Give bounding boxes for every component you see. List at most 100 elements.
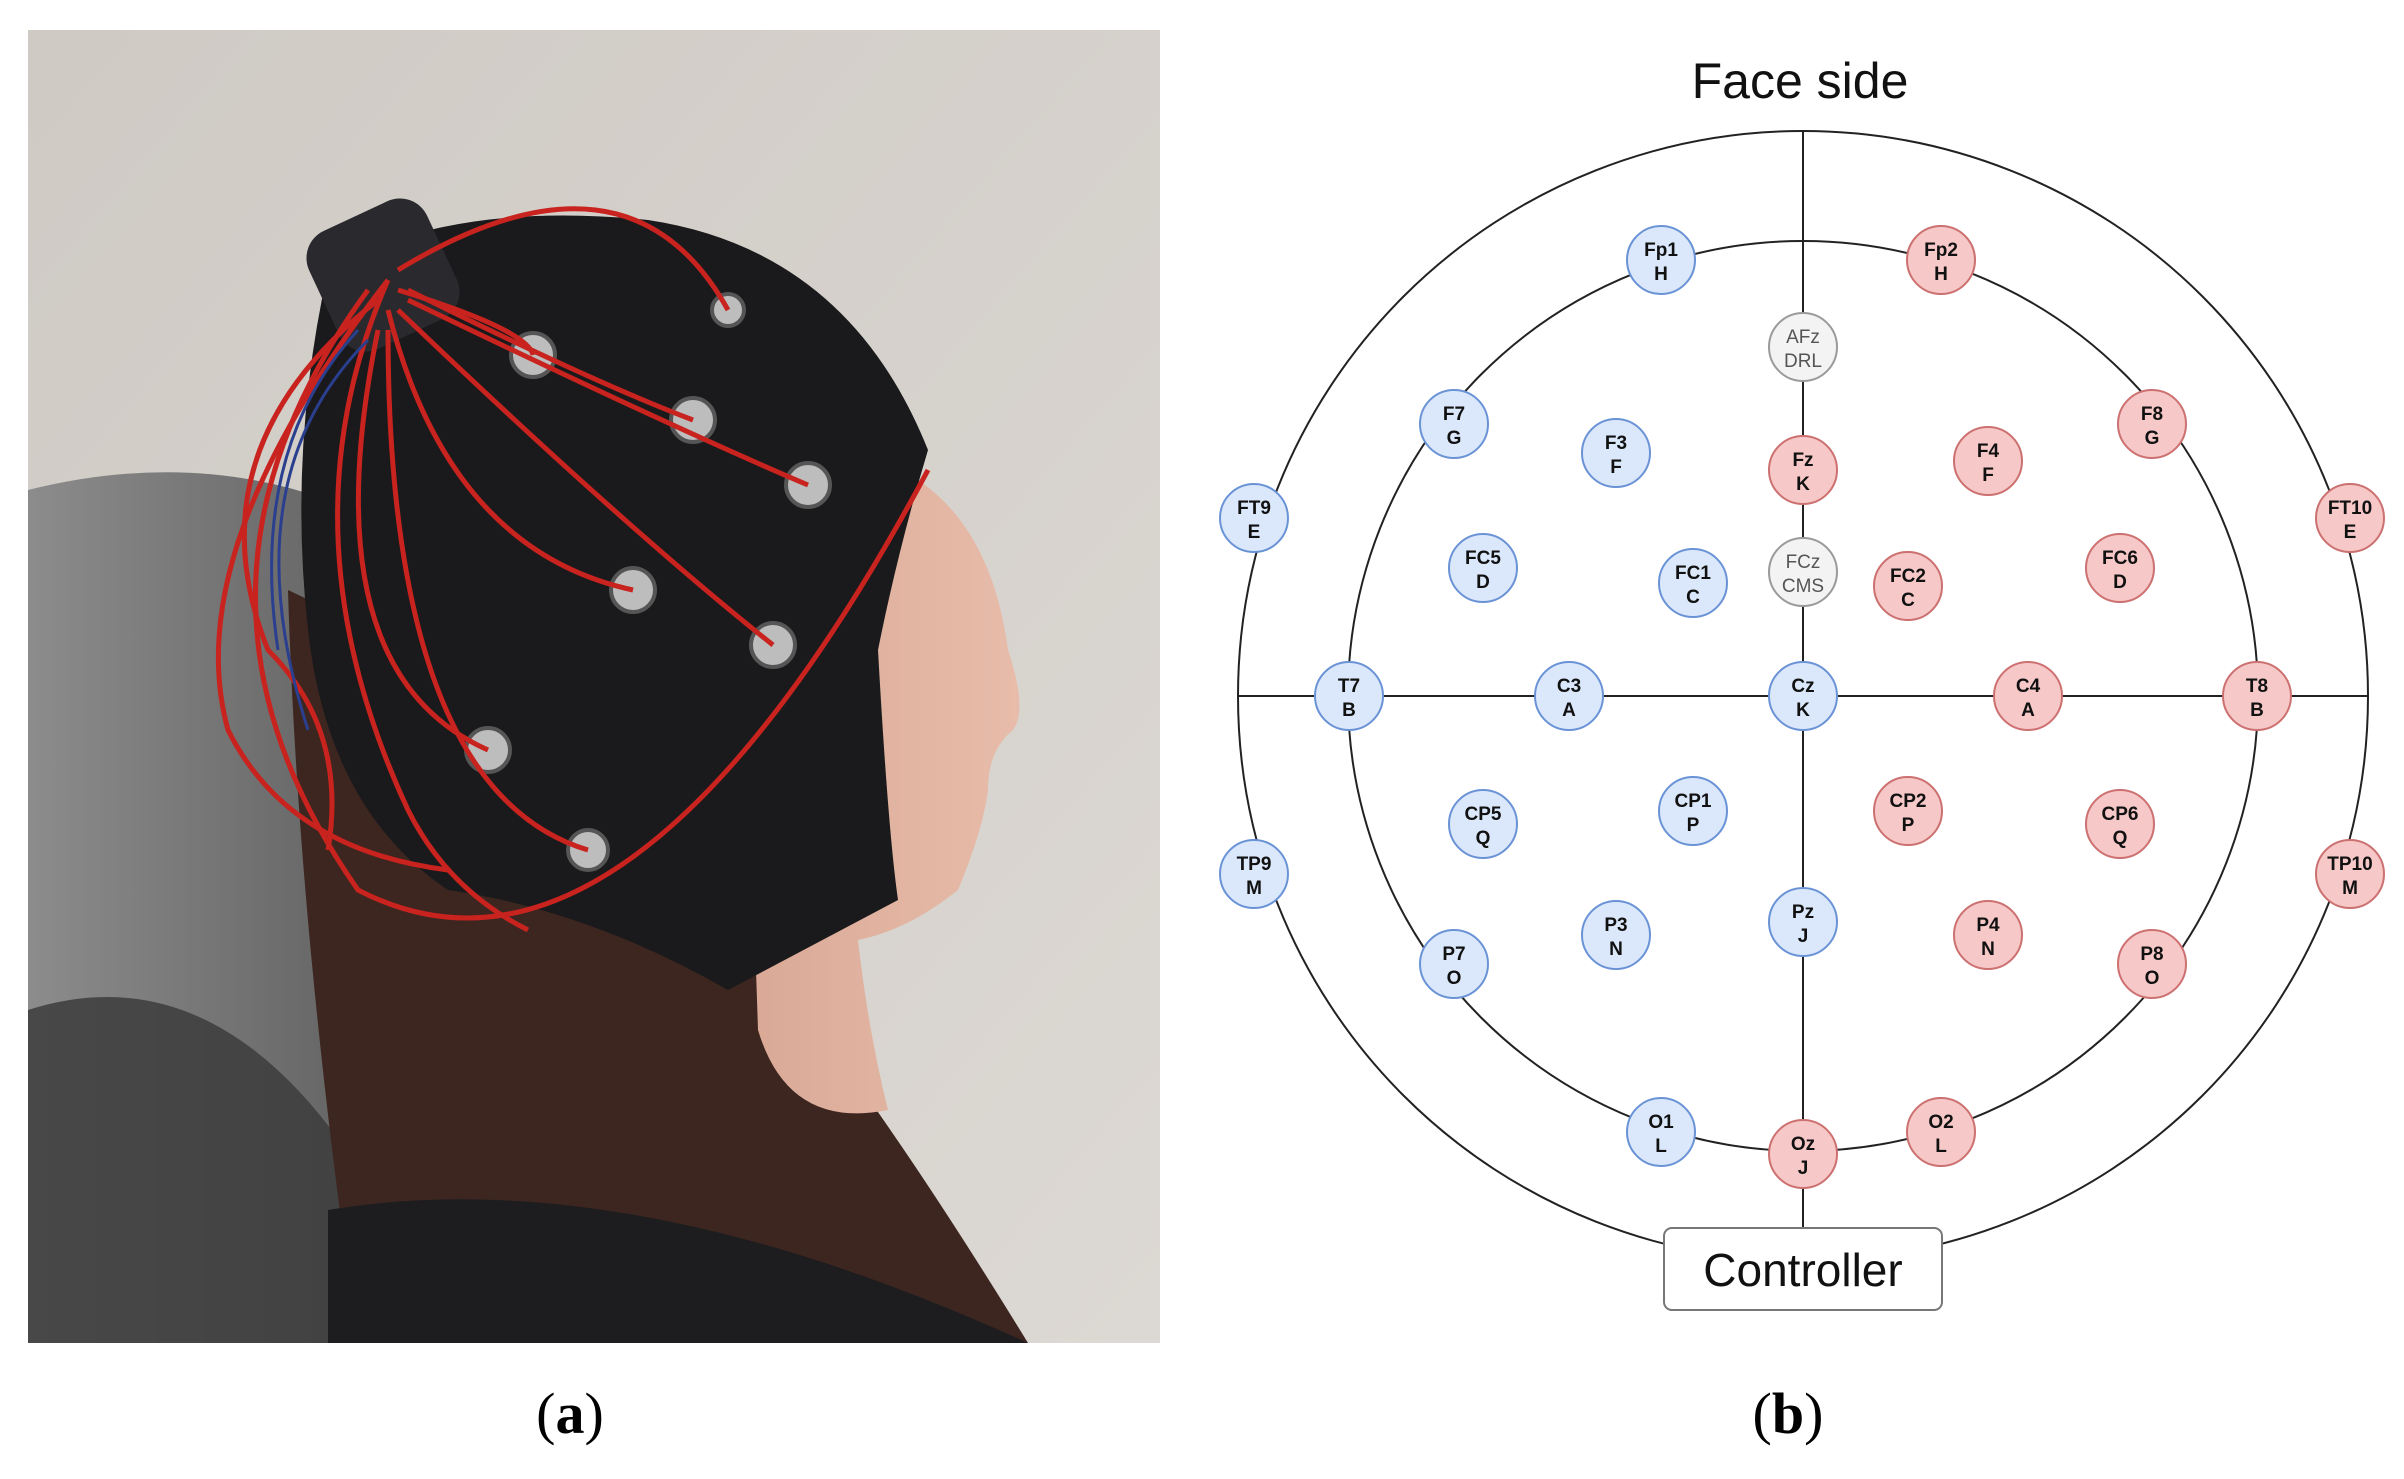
electrode-p4: P4N (1953, 900, 2023, 970)
electrode-name: C4 (2016, 676, 2041, 697)
electrode-f3: F3F (1581, 418, 1651, 488)
electrode-cz: CzK (1768, 661, 1838, 731)
electrode-marker (2315, 483, 2385, 553)
electrode-marker (1419, 389, 1489, 459)
electrode-name: FT9 (1237, 498, 1271, 519)
electrode-name: T8 (2246, 676, 2268, 697)
electrode-name: FC5 (1465, 548, 1501, 569)
electrode-channel-letter: Q (1476, 828, 1491, 849)
electrode-marker (1419, 929, 1489, 999)
electrode-channel-letter: CMS (1782, 576, 1824, 597)
electrode-marker (2085, 789, 2155, 859)
electrode-name: P4 (1976, 915, 2000, 936)
electrode-channel-letter: P (1687, 815, 1700, 836)
electrode-marker (1873, 551, 1943, 621)
electrode-name: CP2 (1890, 791, 1927, 812)
electrode-marker (1626, 225, 1696, 295)
electrode-marker (1993, 661, 2063, 731)
electrode-name: CP1 (1675, 791, 1712, 812)
electrode-channel-letter: P (1902, 815, 1915, 836)
electrode-t7: T7B (1314, 661, 1384, 731)
shirt (328, 1199, 1028, 1343)
electrode-channel-letter: G (1447, 428, 1462, 449)
eeg-cap-photo (28, 30, 1160, 1343)
electrode-name: FCz (1786, 552, 1821, 573)
electrode-p7: P7O (1419, 929, 1489, 999)
electrode-channel-letter: L (1935, 1136, 1947, 1157)
electrode-channel-letter: H (1654, 264, 1668, 285)
electrode-marker (1768, 435, 1838, 505)
electrode-channel-letter: N (1981, 939, 1995, 960)
electrode-name: P3 (1604, 915, 1627, 936)
electrode-marker (1768, 312, 1838, 382)
electrode-name: FC6 (2102, 548, 2138, 569)
electrode-channel-letter: D (2113, 572, 2127, 593)
electrode-marker (1768, 887, 1838, 957)
electrode-name: P8 (2140, 944, 2163, 965)
electrode-name: TP10 (2327, 854, 2372, 875)
electrode-p8: P8O (2117, 929, 2187, 999)
face-side-label: Face side (1692, 53, 1909, 109)
electrode-channel-letter: Q (2113, 828, 2128, 849)
electrode-marker (2085, 533, 2155, 603)
electrode-marker (2222, 661, 2292, 731)
electrode-name: P7 (1442, 944, 1465, 965)
electrode-channel-letter: E (1248, 522, 1261, 543)
electrode-channel-letter: C (1901, 590, 1915, 611)
electrode-name: FC1 (1675, 563, 1711, 584)
electrode-channel-letter: A (1562, 700, 1576, 721)
electrode-name: O2 (1928, 1112, 1953, 1133)
electrode-marker (1219, 483, 1289, 553)
electrode-name: Fp2 (1924, 240, 1958, 261)
caption-b: (b) (1752, 1381, 1824, 1446)
electrode-marker (1581, 418, 1651, 488)
electrode-wires (215, 206, 931, 933)
electrode-marker (1448, 533, 1518, 603)
electrode-name: Fz (1792, 450, 1813, 471)
electrode-f7: F7G (1419, 389, 1489, 459)
electrode-name: CP5 (1465, 804, 1502, 825)
electrode-channel-letter: H (1934, 264, 1948, 285)
electrode-marker (1873, 776, 1943, 846)
electrode-t8: T8B (2222, 661, 2292, 731)
electrode-fz: FzK (1768, 435, 1838, 505)
electrode-channel-letter: L (1655, 1136, 1667, 1157)
electrode-marker (1448, 789, 1518, 859)
electrode-channel-letter: D (1476, 572, 1490, 593)
electrode-c4: C4A (1993, 661, 2063, 731)
electrode-marker (2117, 929, 2187, 999)
electrode-channel-letter: C (1686, 587, 1700, 608)
electrode-marker (1906, 1097, 1976, 1167)
electrode-channel-letter: O (1447, 968, 1462, 989)
electrode-name: FC2 (1890, 566, 1926, 587)
electrode-marker (2315, 839, 2385, 909)
electrode-name: F7 (1443, 404, 1465, 425)
electrode-name: C3 (1557, 676, 1581, 697)
electrode-marker (1626, 1097, 1696, 1167)
electrode-name: Oz (1791, 1134, 1815, 1155)
electrode-name: Pz (1792, 902, 1814, 923)
electrode-marker (1953, 900, 2023, 970)
electrode-channel-letter: B (1342, 700, 1356, 721)
electrode-marker (1219, 839, 1289, 909)
electrode-marker (1581, 900, 1651, 970)
electrode-channel-letter: F (1610, 457, 1622, 478)
electrode-marker (1906, 225, 1976, 295)
electrode-marker (1314, 661, 1384, 731)
electrode-channel-letter: DRL (1784, 351, 1822, 372)
electrode-name: F4 (1977, 441, 2000, 462)
electrode-channel-letter: M (1246, 878, 1262, 899)
electrode-channel-letter: F (1982, 465, 1994, 486)
controller-box: Controller (1663, 1227, 1943, 1311)
